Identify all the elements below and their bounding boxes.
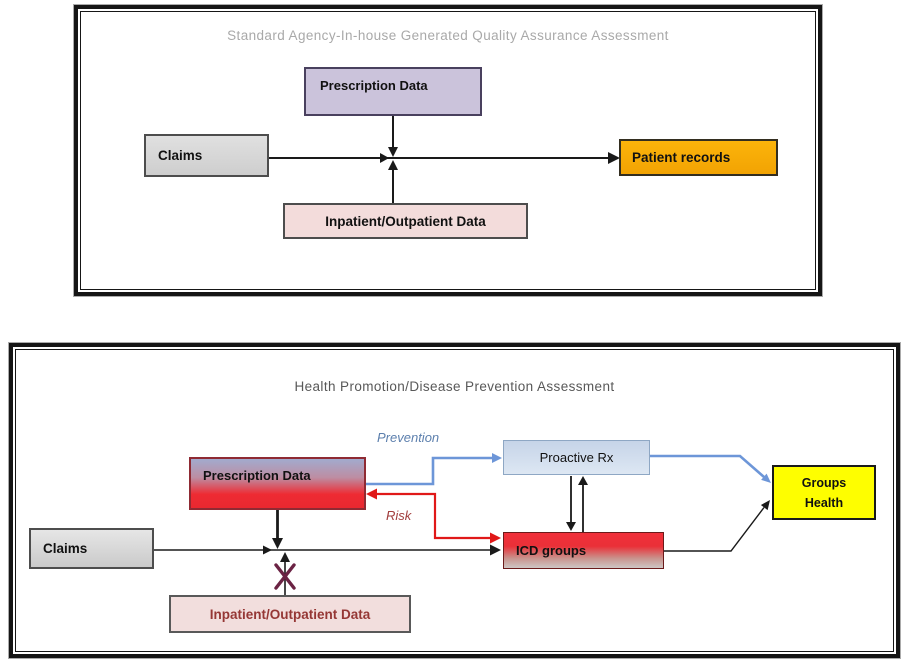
edge-label-risk: Risk bbox=[386, 508, 412, 523]
node-label: Prescription Data bbox=[320, 78, 428, 93]
node-patient-records: Patient records bbox=[619, 139, 778, 176]
node-claims: Claims bbox=[144, 134, 269, 177]
node-label-line2: Health bbox=[804, 495, 844, 510]
arrow-prescription-to-junction bbox=[388, 116, 398, 157]
node-prescription-data: Prescription Data bbox=[189, 457, 366, 510]
arrow-prevention-prescription-to-proactive bbox=[366, 453, 502, 486]
node-prescription-data: Prescription Data bbox=[304, 67, 482, 116]
panel-frame-inner bbox=[15, 349, 894, 652]
panel-health-promotion: Health Promotion/Disease Prevention Asse… bbox=[8, 342, 901, 659]
node-label: Claims bbox=[158, 148, 203, 163]
arrow-inpatient-to-junction bbox=[388, 160, 398, 203]
node-label-line1: Groups bbox=[801, 475, 847, 490]
arrow-claims-to-patient-records bbox=[269, 152, 620, 164]
node-label: Prescription Data bbox=[203, 468, 311, 483]
edge-label-prevention: Prevention bbox=[377, 430, 440, 445]
blocked-x-icon bbox=[274, 563, 296, 590]
node-label: Inpatient/Outpatient Data bbox=[325, 213, 486, 229]
arrow-inpatient-to-junction bbox=[280, 552, 290, 595]
node-label: Patient records bbox=[632, 150, 731, 165]
arrow-prescription-to-junction bbox=[272, 510, 283, 549]
panel-quality-assurance: Standard Agency-In-house Generated Quali… bbox=[73, 4, 823, 297]
arrow-claims-to-icd-groups bbox=[154, 544, 501, 556]
node-inpatient-outpatient-data: Inpatient/Outpatient Data bbox=[283, 203, 528, 239]
node-label: Claims bbox=[43, 541, 88, 556]
arrow-proactive-to-icd bbox=[566, 476, 576, 531]
arrow-icd-to-proactive bbox=[578, 476, 588, 532]
node-groups-health: Groups Health bbox=[772, 465, 876, 520]
node-inpatient-outpatient-data: Inpatient/Outpatient Data bbox=[169, 595, 411, 633]
panel1-title: Standard Agency-In-house Generated Quali… bbox=[227, 28, 669, 43]
node-icd-groups: ICD groups bbox=[503, 532, 664, 569]
node-label: ICD groups bbox=[516, 543, 587, 558]
node-label: Inpatient/Outpatient Data bbox=[209, 606, 371, 622]
node-proactive-rx: Proactive Rx bbox=[503, 440, 650, 475]
node-label: Proactive Rx bbox=[539, 450, 614, 465]
arrow-icd-to-groups-health bbox=[664, 500, 770, 552]
panel2-title: Health Promotion/Disease Prevention Asse… bbox=[294, 379, 615, 394]
node-claims: Claims bbox=[29, 528, 154, 569]
arrow-proactive-to-groups-health bbox=[650, 454, 771, 483]
